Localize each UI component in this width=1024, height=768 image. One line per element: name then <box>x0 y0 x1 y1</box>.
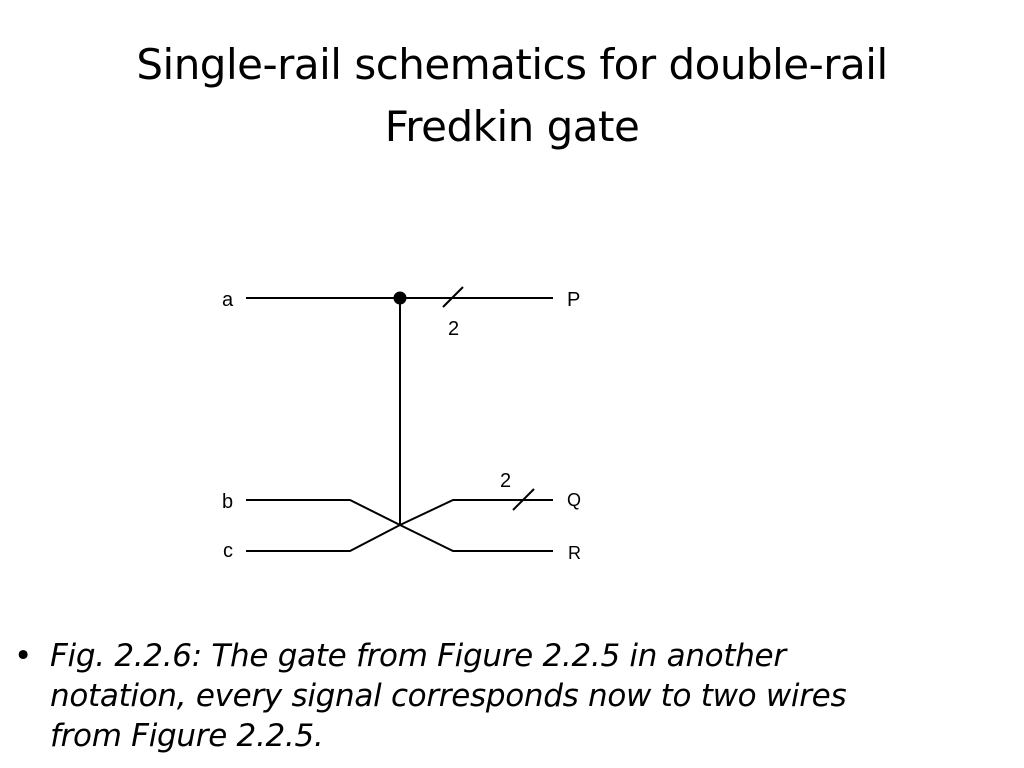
bus-width-label-Q: 2 <box>500 470 511 492</box>
slide-title: Single-rail schematics for double-rail F… <box>0 34 1024 158</box>
wire-c-to-Q <box>246 499 553 552</box>
caption-line-2: notation, every signal corresponds now t… <box>50 678 847 714</box>
output-label-P: P <box>567 289 580 311</box>
bus-slash-P <box>442 286 464 308</box>
bus-slash-Q <box>512 488 535 511</box>
bullet-dot-icon: • <box>14 638 33 674</box>
input-label-b: b <box>222 491 233 513</box>
slide-title-line-1: Single-rail schematics for double-rail <box>136 40 888 89</box>
input-label-c: c <box>223 540 233 562</box>
input-label-a: a <box>222 289 234 311</box>
output-label-Q: Q <box>567 490 581 510</box>
caption-text: Fig. 2.2.6: The gate from Figure 2.2.5 i… <box>50 636 1000 756</box>
caption-line-3: from Figure 2.2.5. <box>50 718 324 754</box>
caption-line-1: Fig. 2.2.6: The gate from Figure 2.2.5 i… <box>50 638 786 674</box>
slide-title-line-2: Fredkin gate <box>384 102 640 151</box>
bus-width-label-P: 2 <box>448 318 459 340</box>
output-label-R: R <box>568 543 581 563</box>
